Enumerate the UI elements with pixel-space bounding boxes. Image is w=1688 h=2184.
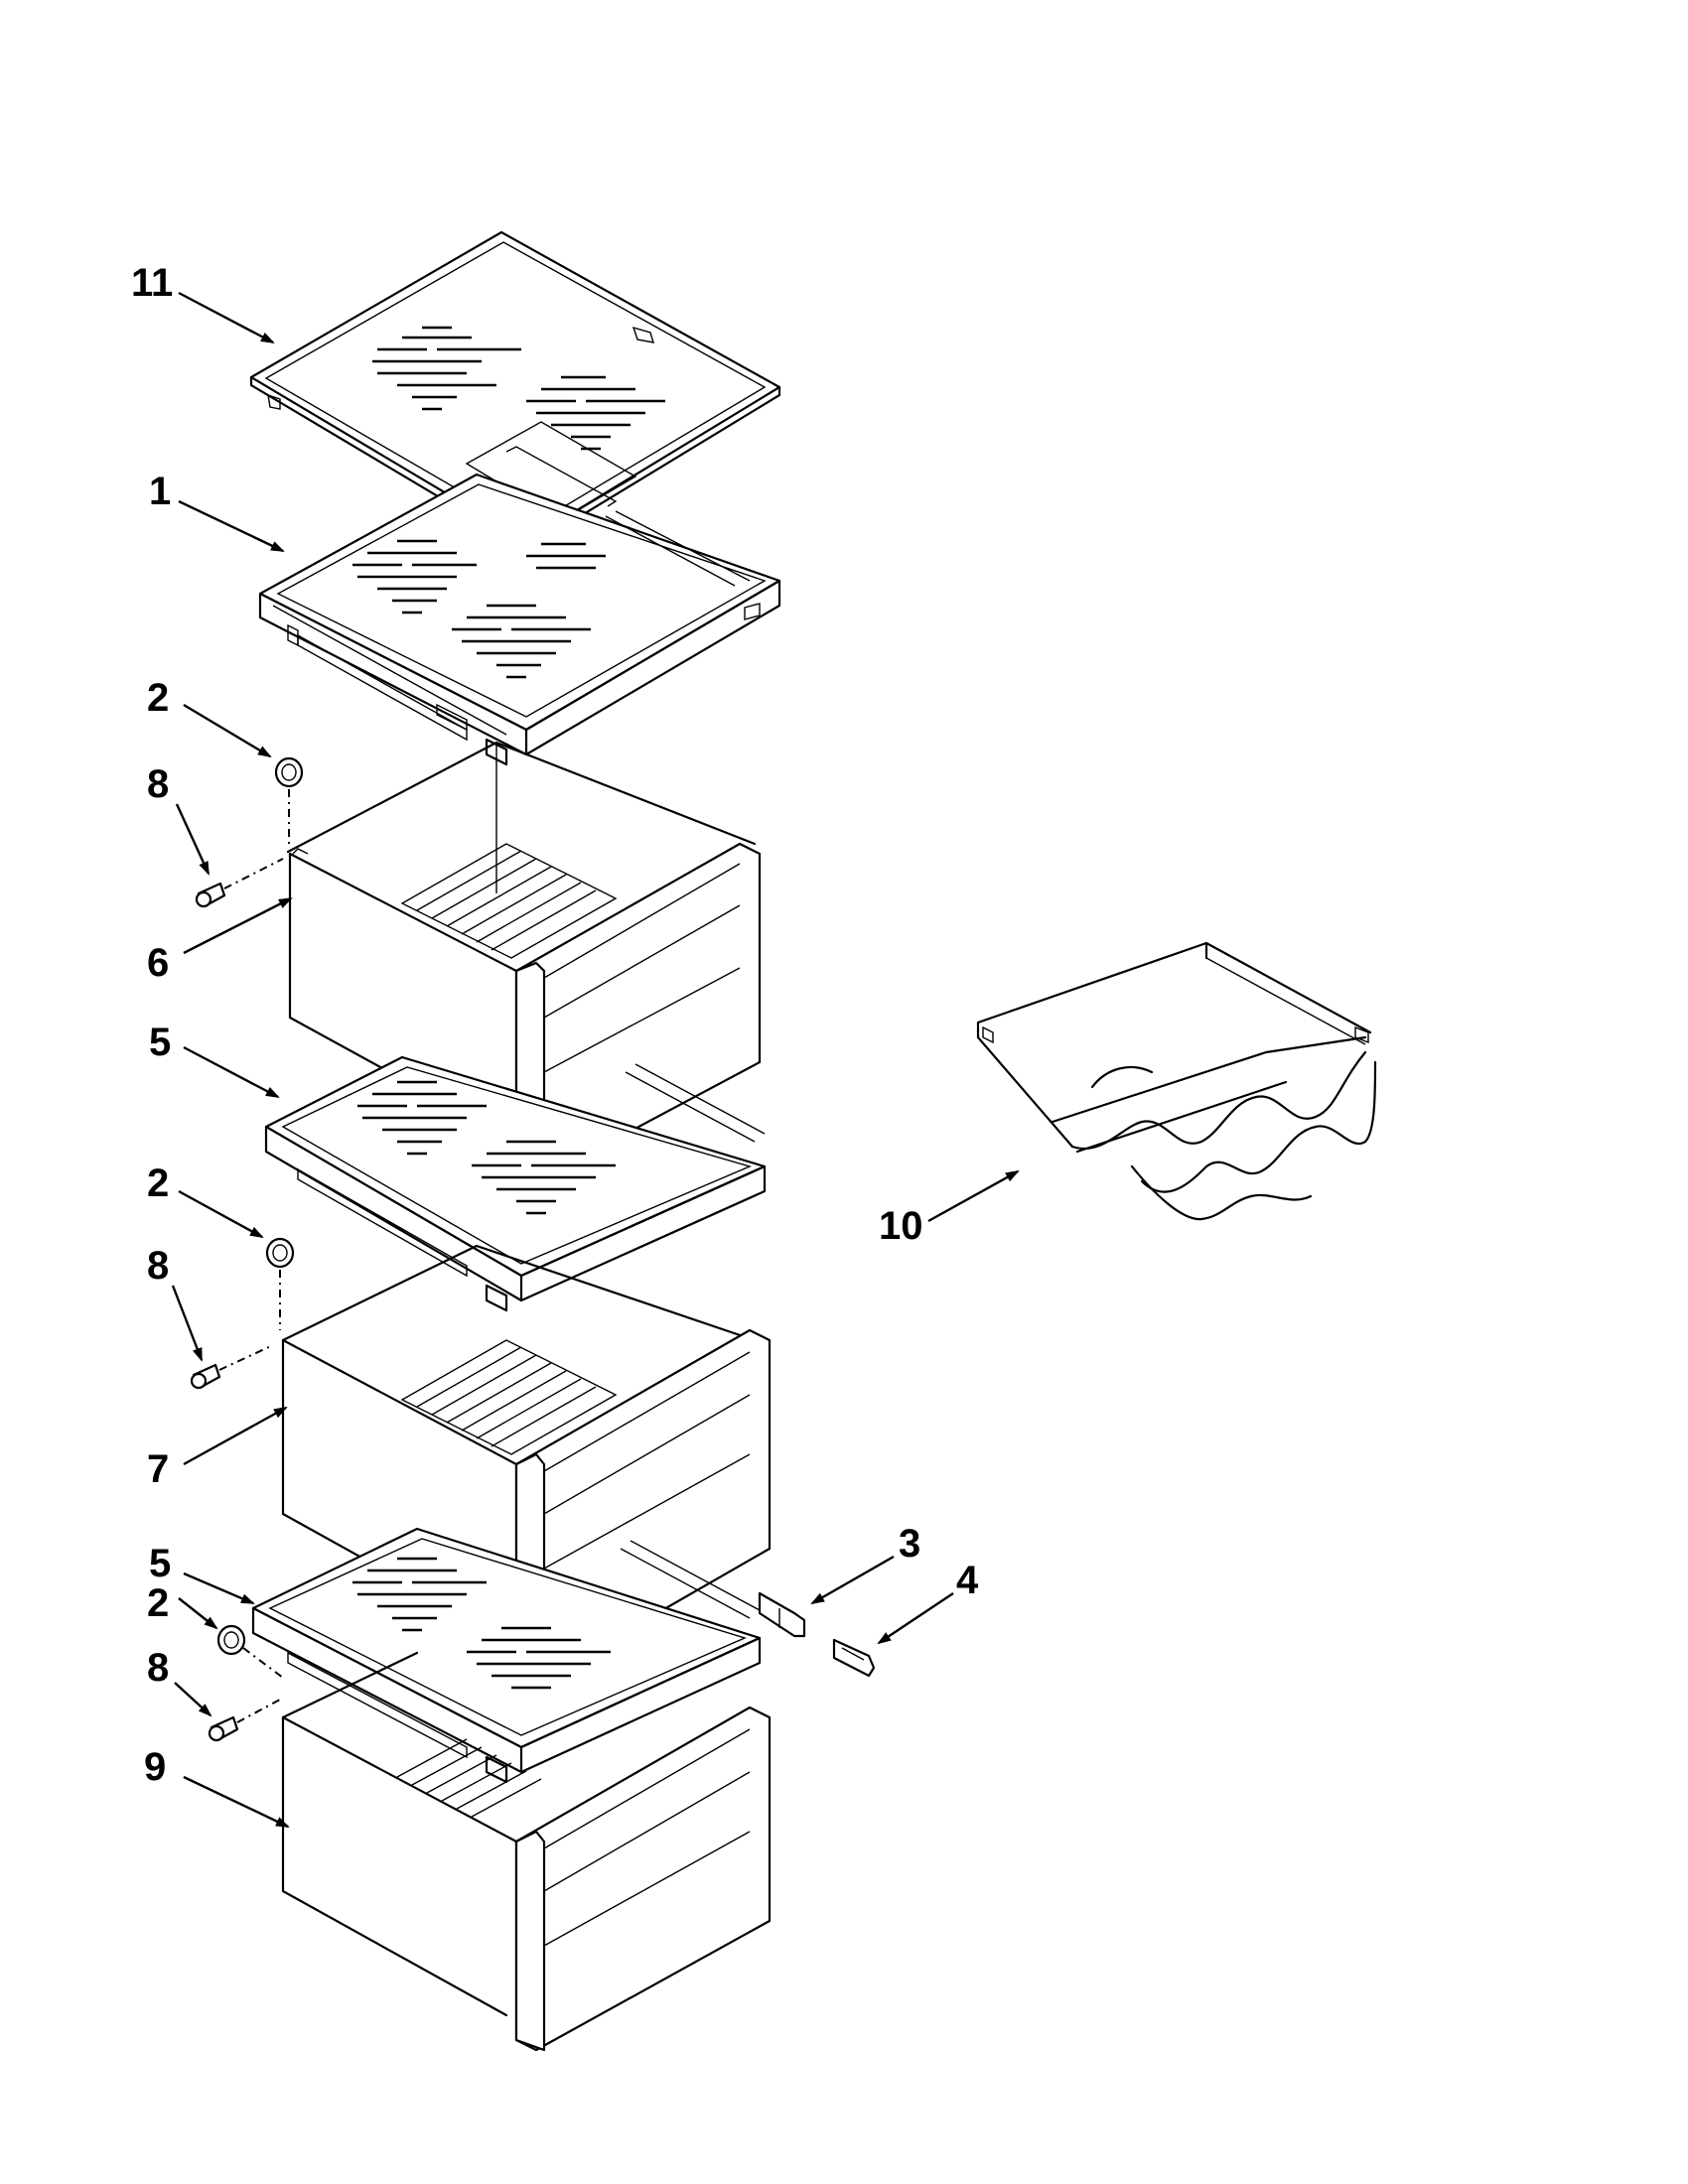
callout-1: 1 xyxy=(149,470,172,513)
callout-8-lower: 8 xyxy=(147,1646,170,1690)
part-11-shelf xyxy=(249,230,781,551)
part-10-wine-rack xyxy=(976,941,1377,1221)
part-4-bracket xyxy=(832,1638,876,1678)
callout-2-middle: 2 xyxy=(147,1161,170,1205)
callout-2-upper: 2 xyxy=(147,676,170,720)
part-2-roller-upper xyxy=(274,756,304,849)
leader-arrows xyxy=(171,291,1020,1829)
callout-11: 11 xyxy=(131,261,174,305)
part-2-roller-middle xyxy=(265,1237,295,1330)
callout-5-lower: 5 xyxy=(149,1542,172,1585)
part-5-shelf-lower xyxy=(251,1527,762,1784)
callout-7: 7 xyxy=(147,1447,170,1491)
callout-4: 4 xyxy=(956,1559,979,1602)
part-9-drawer xyxy=(281,1651,772,2052)
part-8-screw-upper xyxy=(195,858,284,908)
part-8-screw-middle xyxy=(190,1344,274,1390)
part-8-screw-lower xyxy=(208,1699,281,1742)
callout-2-lower: 2 xyxy=(147,1581,170,1625)
part-5-shelf-upper xyxy=(264,1055,767,1312)
callout-8-upper: 8 xyxy=(147,762,170,806)
callout-6: 6 xyxy=(147,941,170,985)
callout-9: 9 xyxy=(144,1745,167,1789)
part-2-roller-lower xyxy=(216,1624,284,1679)
callout-10: 10 xyxy=(879,1204,923,1248)
callout-3: 3 xyxy=(899,1522,921,1566)
callout-5-upper: 5 xyxy=(149,1021,172,1064)
callout-8-middle: 8 xyxy=(147,1244,170,1288)
part-1-shelf xyxy=(258,473,781,766)
part-3-bracket xyxy=(758,1591,806,1638)
